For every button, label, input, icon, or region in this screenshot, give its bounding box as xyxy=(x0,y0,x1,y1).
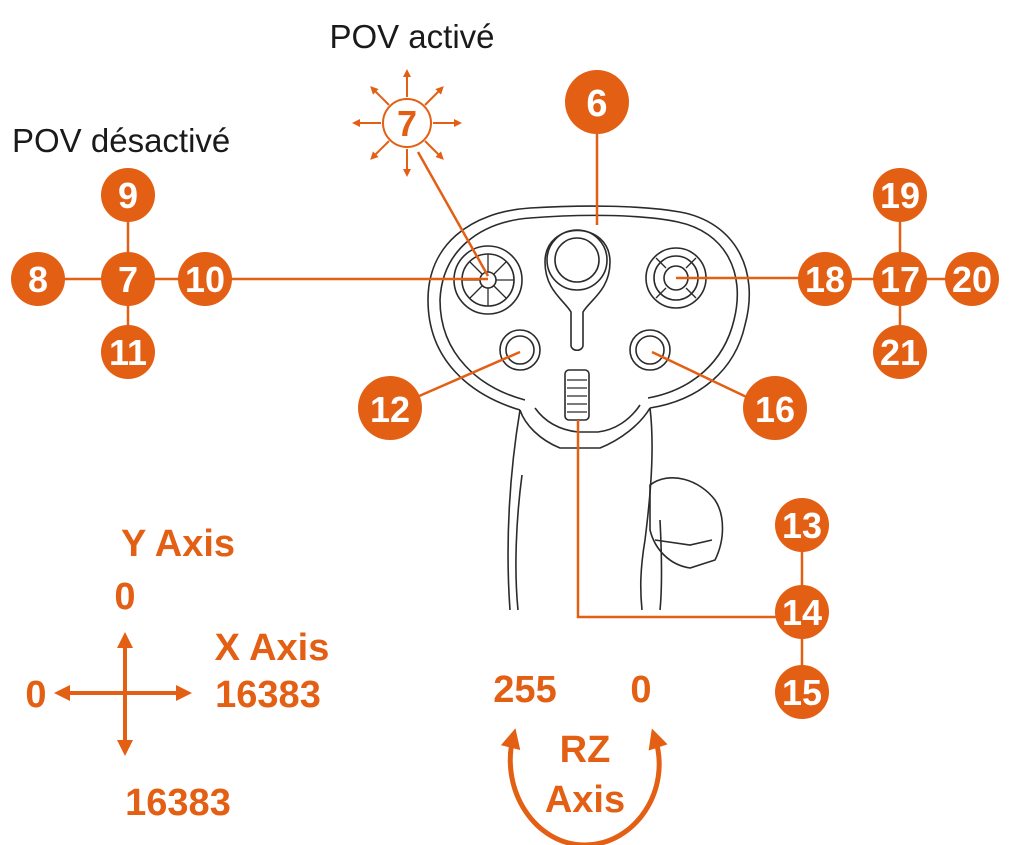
rz-axis-title-line1: RZ xyxy=(560,729,611,771)
badge-18: 18 xyxy=(798,252,852,306)
svg-text:15: 15 xyxy=(782,672,822,713)
connector-lines xyxy=(38,125,968,690)
y-axis-min: 0 xyxy=(114,576,135,618)
svg-text:21: 21 xyxy=(880,332,920,373)
rz-axis-left-value: 255 xyxy=(493,669,556,711)
svg-text:14: 14 xyxy=(782,592,822,633)
pov-active-number: 7 xyxy=(397,103,417,144)
svg-text:7: 7 xyxy=(118,259,138,300)
svg-text:8: 8 xyxy=(28,259,48,300)
svg-text:20: 20 xyxy=(952,259,992,300)
pov-active-label: POV activé xyxy=(329,18,494,55)
badge-10: 10 xyxy=(178,252,232,306)
x-axis-title: X Axis xyxy=(215,627,330,669)
svg-text:9: 9 xyxy=(118,175,138,216)
rz-axis-title-line2: Axis xyxy=(545,779,625,821)
badge-20: 20 xyxy=(945,252,999,306)
badge-16: 16 xyxy=(743,376,807,440)
badge-9: 9 xyxy=(101,168,155,222)
badge-8: 8 xyxy=(11,252,65,306)
svg-text:11: 11 xyxy=(109,332,147,373)
badge-14: 14 xyxy=(775,585,829,639)
badge-6: 6 xyxy=(565,70,629,134)
svg-text:17: 17 xyxy=(880,259,920,300)
svg-text:13: 13 xyxy=(782,505,822,546)
badge-13: 13 xyxy=(775,498,829,552)
joystick-outline xyxy=(427,205,750,611)
y-axis-max: 16383 xyxy=(125,782,231,824)
x-axis-min: 0 xyxy=(25,674,46,716)
pov-active-indicator: 7 xyxy=(352,69,462,177)
pov-inactive-label: POV désactivé xyxy=(12,122,230,159)
svg-text:12: 12 xyxy=(370,389,410,430)
svg-text:6: 6 xyxy=(586,83,607,125)
button-badges: 6 9 8 7 10 11 12 16 19 18 17 20 21 13 14… xyxy=(11,70,999,719)
y-axis-title: Y Axis xyxy=(121,523,235,565)
rz-axis-legend: 255 0 RZ Axis xyxy=(493,669,668,845)
xy-axis-legend: Y Axis 0 16383 X Axis 0 16383 xyxy=(25,523,329,824)
badge-19: 19 xyxy=(873,168,927,222)
badge-7: 7 xyxy=(101,252,155,306)
svg-text:10: 10 xyxy=(185,259,225,300)
svg-text:19: 19 xyxy=(880,175,920,216)
svg-text:18: 18 xyxy=(805,259,845,300)
svg-text:16: 16 xyxy=(755,389,795,430)
badge-21: 21 xyxy=(873,325,927,379)
badge-12: 12 xyxy=(358,376,422,440)
badge-11: 11 xyxy=(101,325,155,379)
badge-17: 17 xyxy=(873,252,927,306)
badge-15: 15 xyxy=(775,665,829,719)
rz-axis-right-value: 0 xyxy=(630,669,651,711)
x-axis-max: 16383 xyxy=(215,674,321,716)
